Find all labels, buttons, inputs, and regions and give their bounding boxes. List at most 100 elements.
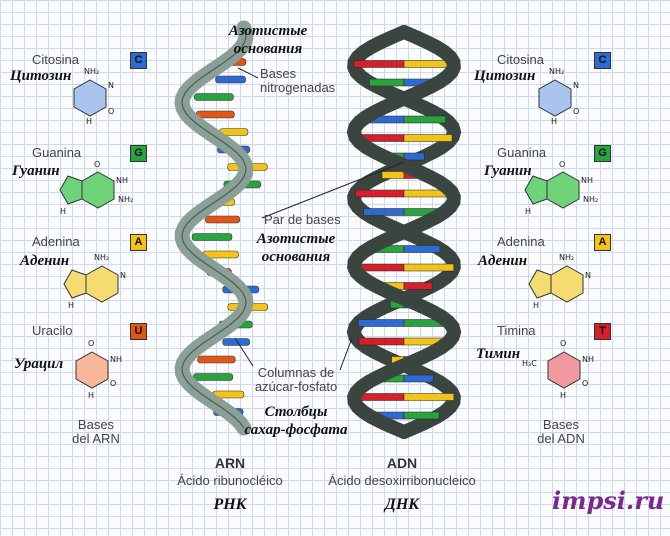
left-bases-caption: Bases del ARN xyxy=(72,417,120,446)
svg-text:H: H xyxy=(68,301,74,310)
svg-text:H: H xyxy=(551,117,557,126)
base-pair-es-label: Par de bases xyxy=(264,212,341,227)
dna-backbone xyxy=(346,25,462,439)
right-thymine-name: Timina xyxy=(497,323,536,338)
right-cytosine-name: Citosina xyxy=(497,52,544,67)
right-adenine-ru: Аденин xyxy=(478,253,528,269)
left-cytosine-name: Citosina xyxy=(32,52,79,67)
left-adenine-name: Adenina xyxy=(32,234,80,249)
dna-full-name: Ácido desoxirribonucleico xyxy=(328,473,476,488)
right-guanine-badge: G xyxy=(594,145,611,162)
right-cytosine-badge: C xyxy=(594,52,611,69)
sugar-phosphate-ru-label: Столбцы сахар-фосфата xyxy=(244,404,348,438)
left-adenine-molecule: NH₂ N H xyxy=(63,253,126,310)
dna-base xyxy=(403,411,440,420)
dna-base xyxy=(403,134,453,142)
svg-text:N: N xyxy=(585,271,591,280)
svg-text:O: O xyxy=(573,107,579,116)
right-thymine-ru: Тимин xyxy=(476,346,521,362)
svg-text:NH₂: NH₂ xyxy=(118,195,133,204)
svg-text:O: O xyxy=(110,379,116,388)
nitrogenous-bases-ru-label: Азотистые основания xyxy=(228,23,308,57)
dna-base xyxy=(369,78,405,87)
svg-text:H: H xyxy=(560,391,566,400)
rna-base xyxy=(191,233,233,241)
rna-abbr: ARN xyxy=(214,455,246,471)
brand-logo: impsi.ru xyxy=(552,486,665,515)
svg-text:H: H xyxy=(533,301,539,310)
dna-base xyxy=(353,60,405,68)
dna-ru-name: ДНК xyxy=(384,496,420,513)
svg-text:H₃C: H₃C xyxy=(522,359,537,368)
left-guanine-ru: Гуанин xyxy=(12,163,60,179)
dna-base xyxy=(355,189,405,198)
dna-base xyxy=(403,393,455,401)
left-cytosine-ru: Цитозин xyxy=(10,68,72,84)
left-guanine-name: Guanina xyxy=(32,145,82,160)
dna-base xyxy=(358,319,405,327)
svg-text:O: O xyxy=(88,339,94,348)
svg-text:O: O xyxy=(559,160,565,169)
dna-base xyxy=(403,152,425,161)
left-adenine-ru: Аденин xyxy=(20,253,70,269)
svg-text:NH₂: NH₂ xyxy=(84,67,99,76)
rna-ru-name: РНК xyxy=(213,496,247,513)
rna-base xyxy=(193,373,234,381)
svg-text:NH: NH xyxy=(582,355,594,364)
left-uracil-ru: Урацил xyxy=(14,356,64,372)
rna-base xyxy=(197,355,236,364)
svg-text:H: H xyxy=(60,207,66,216)
dna-abbr: ADN xyxy=(386,455,418,471)
dna-base xyxy=(403,245,441,253)
dna-base xyxy=(363,208,405,216)
left-cytosine-badge: C xyxy=(130,52,147,69)
svg-text:H: H xyxy=(525,207,531,216)
dna-base xyxy=(403,282,433,290)
svg-text:N: N xyxy=(120,271,126,280)
left-uracil-molecule: O NH O H xyxy=(75,339,122,400)
right-guanine-molecule: O NH NH₂ H xyxy=(524,160,598,216)
rna-helix xyxy=(174,20,269,436)
svg-text:NH: NH xyxy=(116,176,128,185)
annotation-lines xyxy=(234,67,405,371)
base-pair-ru-label: Азотистые основания xyxy=(256,231,336,265)
right-guanine-name: Guanina xyxy=(497,145,547,160)
dna-base xyxy=(403,263,454,272)
right-cytosine-ru: Цитозин xyxy=(474,68,536,84)
right-cytosine-molecule: NH₂ N O H xyxy=(538,67,579,126)
svg-text:N: N xyxy=(573,81,579,90)
dna-base xyxy=(403,115,446,124)
right-adenine-molecule: NH₂ N H xyxy=(528,253,591,310)
dna-helix xyxy=(346,25,462,439)
left-cytosine-molecule: NH₂ N O H xyxy=(73,67,114,126)
right-guanine-ru: Гуанин xyxy=(484,163,532,179)
svg-text:NH: NH xyxy=(110,355,122,364)
left-guanine-molecule: O NH NH₂ H xyxy=(59,160,133,216)
svg-text:H: H xyxy=(86,117,92,126)
svg-text:H: H xyxy=(88,391,94,400)
rna-backbone xyxy=(174,20,254,436)
rna-base xyxy=(205,215,241,224)
left-adenine-badge: A xyxy=(130,234,147,251)
svg-text:NH₂: NH₂ xyxy=(94,253,109,262)
right-thymine-molecule: O NH O H₃C H xyxy=(522,339,594,400)
svg-text:O: O xyxy=(94,160,100,169)
dna-base xyxy=(381,171,405,179)
svg-text:NH: NH xyxy=(581,176,593,185)
right-adenine-name: Adenina xyxy=(497,234,545,249)
svg-text:O: O xyxy=(582,379,588,388)
left-uracil-name: Uracilo xyxy=(32,323,73,338)
right-bases-caption: Bases del ADN xyxy=(537,417,585,446)
svg-text:NH₂: NH₂ xyxy=(583,195,598,204)
svg-text:N: N xyxy=(108,81,114,90)
rna-base xyxy=(215,75,246,84)
rna-full-name: Ácido ribunocléico xyxy=(177,473,283,488)
nitrogenous-bases-es-label: Bases nitrogenadas xyxy=(260,66,336,95)
rna-base xyxy=(195,110,235,119)
svg-text:NH₂: NH₂ xyxy=(549,67,564,76)
rna-base xyxy=(222,338,251,346)
left-uracil-badge: U xyxy=(130,323,147,340)
rna-base xyxy=(194,93,234,101)
right-thymine-badge: T xyxy=(594,323,611,340)
